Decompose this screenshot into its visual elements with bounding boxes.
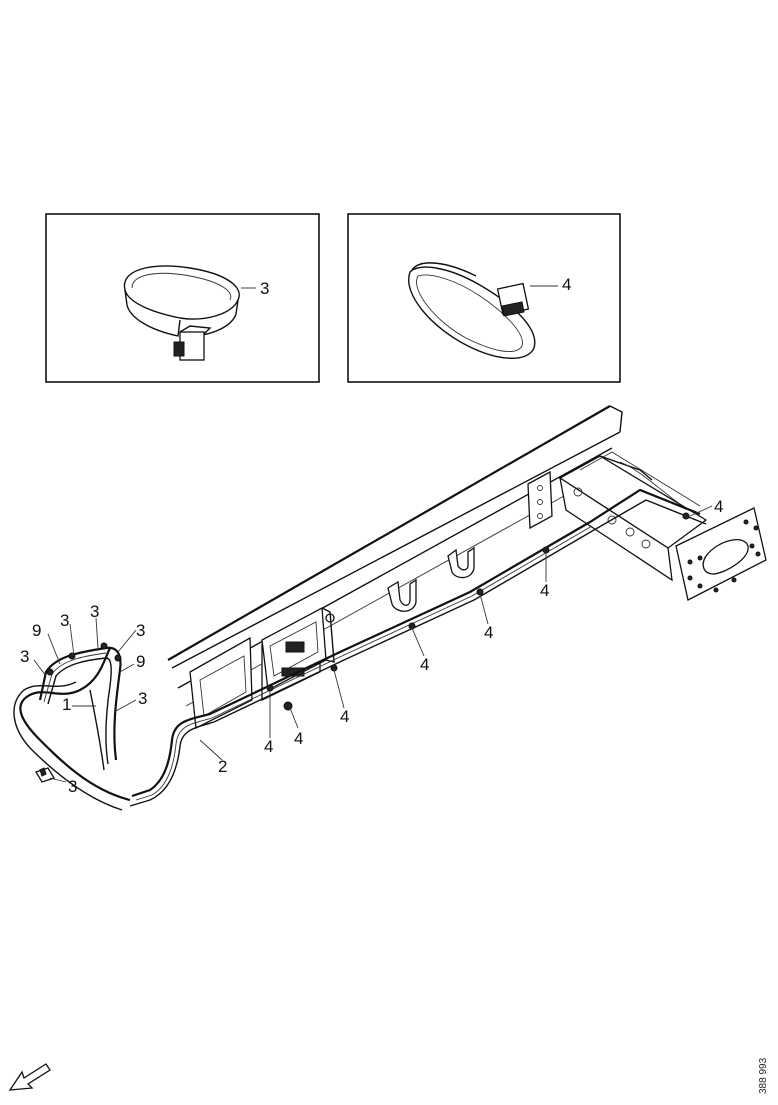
- tow-plate: [675, 507, 767, 601]
- callout-4f: 4: [540, 581, 549, 600]
- callout-3a: 3: [60, 611, 69, 630]
- connector: [35, 767, 55, 783]
- callout-4b: 4: [294, 729, 303, 748]
- callout-4g: 4: [714, 497, 723, 516]
- leader-lines: [33, 505, 713, 783]
- callout-label: 4: [562, 275, 571, 294]
- detail-box-cable-tie-3: 3: [45, 213, 320, 383]
- rear-crossmember: [558, 451, 708, 582]
- detail-box-cable-tie-4: 4: [347, 213, 621, 383]
- cable-tie-4-illustration: [408, 262, 536, 359]
- wiring-harness: [129, 488, 707, 807]
- callout-labels: 9 3 3 3 3 9 1 3 3 2 4 4 4 4 4 4 4: [20, 497, 723, 796]
- harness-loop: [13, 646, 131, 811]
- callout-3e: 3: [138, 689, 147, 708]
- arrow-down-left-icon: [8, 1063, 51, 1091]
- hanger-clip: [387, 546, 475, 612]
- callout-4d: 4: [420, 655, 429, 674]
- frame-gusset: [527, 470, 553, 530]
- valve-block: [261, 606, 335, 692]
- callout-label: 3: [260, 279, 269, 298]
- callout-9b: 9: [136, 652, 145, 671]
- cable-tie-3-illustration: [123, 265, 240, 361]
- callout-9a: 9: [32, 621, 41, 640]
- drawing-code: 388 993: [758, 1057, 769, 1094]
- callout-3b: 3: [90, 602, 99, 621]
- callout-4a: 4: [264, 737, 273, 756]
- callout-3f: 3: [68, 777, 77, 796]
- callout-3d: 3: [20, 647, 29, 666]
- callout-1: 1: [62, 695, 71, 714]
- callout-4e: 4: [484, 623, 493, 642]
- callout-4c: 4: [340, 707, 349, 726]
- callout-2: 2: [218, 757, 227, 776]
- callout-3c: 3: [136, 621, 145, 640]
- tie-markers: [46, 512, 690, 711]
